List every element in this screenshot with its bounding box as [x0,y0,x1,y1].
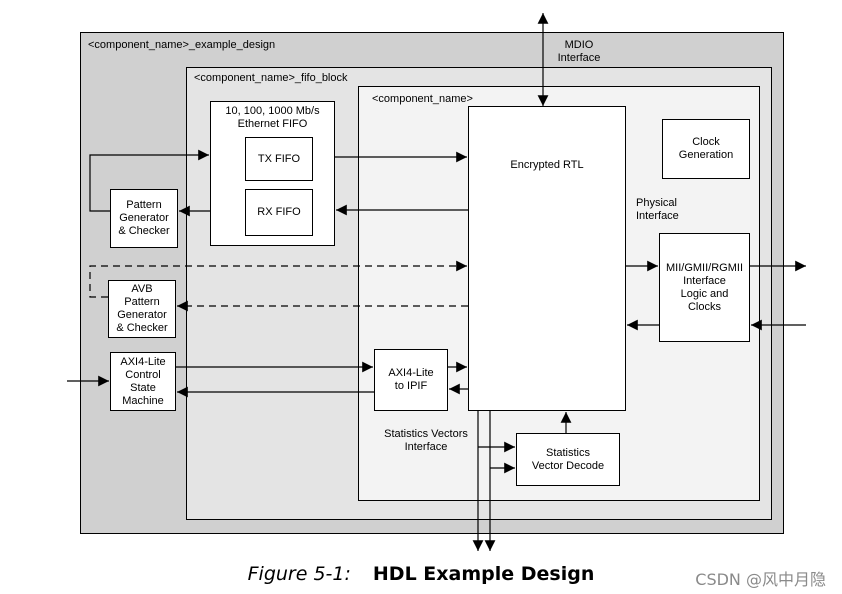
figure-title: HDL Example Design [372,563,595,585]
figure-number: Figure 5-1: [247,563,351,585]
example-design-label: <component_name>_example_design [88,39,276,51]
component-label: <component_name> [372,93,473,105]
statistics-vector-decode-block: Statistics Vector Decode [516,433,620,486]
mii-gmii-rgmii-block: MII/GMII/RGMII Interface Logic and Clock… [659,233,750,342]
avb-pattern-generator-block: AVB Pattern Generator & Checker [108,280,176,338]
fifo-block-label: <component_name>_fifo_block [194,72,348,84]
mdio-interface-label: MDIO Interface [557,39,601,64]
encrypted-rtl-block [468,106,626,411]
axi-lite-state-machine-block: AXI4-Lite Control State Machine [110,352,176,411]
avb-to-rtl-dashed-arrow [89,260,467,298]
statistics-vectors-interface-label: Statistics Vectors Interface [384,428,468,453]
clock-generation-block: Clock Generation [662,119,750,179]
pattern-gen-to-fifo-arrow [89,149,209,212]
pattern-generator-block: Pattern Generator & Checker [110,189,178,248]
encrypted-rtl-label: Encrypted RTL [510,158,584,171]
rx-fifo-block: RX FIFO [245,189,313,236]
tx-fifo-block: TX FIFO [245,137,313,181]
axi-lite-to-ipif-block: AXI4-Lite to IPIF [374,349,448,411]
physical-interface-label: Physical Interface [636,197,679,222]
ethernet-fifo-label: 10, 100, 1000 Mb/s Ethernet FIFO [225,105,320,130]
figure-caption: Figure 5-1: HDL Example Design [0,562,842,587]
watermark: CSDN @风中月隐 [695,570,826,589]
